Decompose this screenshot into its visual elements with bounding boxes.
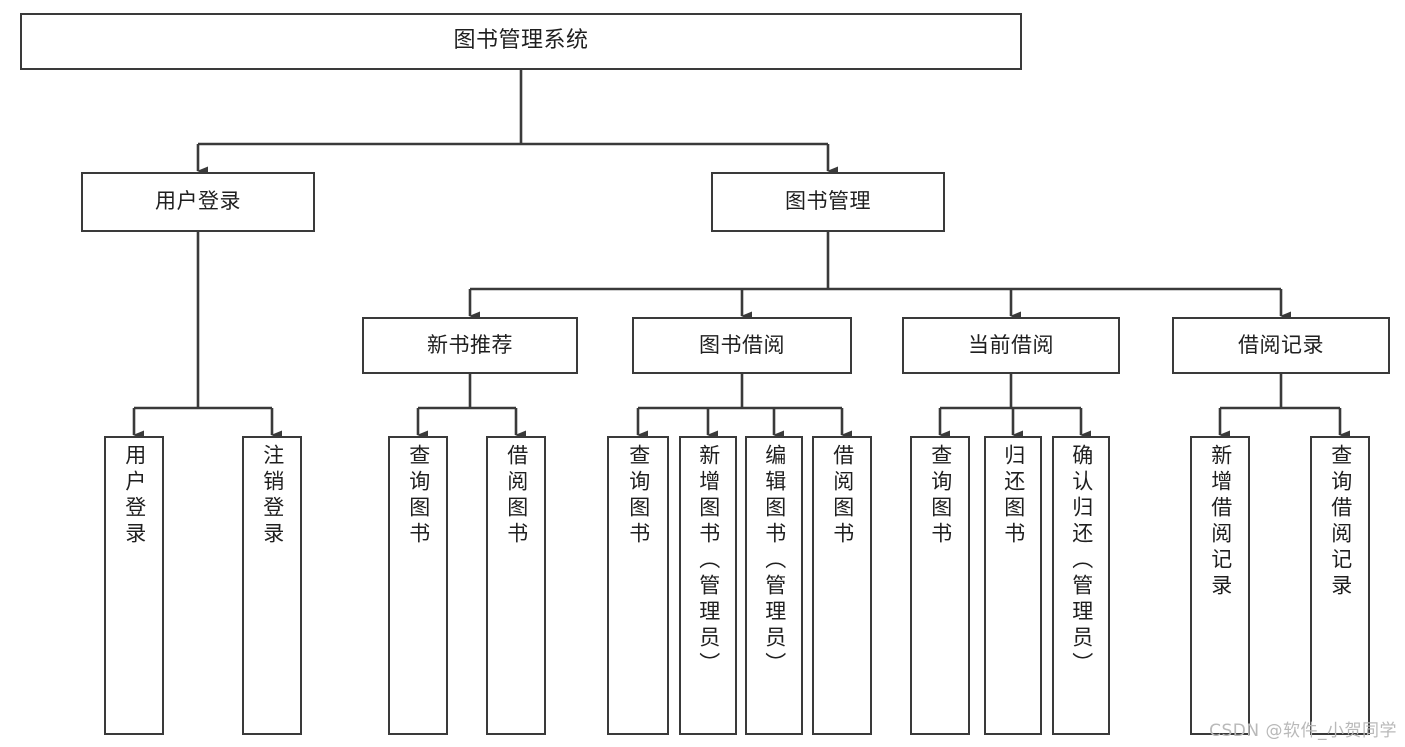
node-leaf-user-logout[interactable]: 注销登录: [242, 436, 302, 735]
node-label: 编辑图书（管理员）: [762, 444, 787, 678]
node-label: 借阅记录: [1238, 332, 1324, 357]
node-label: 查询图书: [626, 444, 651, 548]
node-leaf-query-book-2[interactable]: 查询图书: [607, 436, 669, 735]
node-leaf-add-record[interactable]: 新增借阅记录: [1190, 436, 1250, 735]
node-new-book-rec[interactable]: 新书推荐: [362, 317, 578, 374]
node-leaf-borrow-book-2[interactable]: 借阅图书: [812, 436, 872, 735]
node-borrow-record[interactable]: 借阅记录: [1172, 317, 1390, 374]
node-book-borrow[interactable]: 图书借阅: [632, 317, 852, 374]
watermark-text: CSDN @软件_小贺同学: [1209, 721, 1397, 741]
node-leaf-user-login[interactable]: 用户登录: [104, 436, 164, 735]
node-book-manage[interactable]: 图书管理: [711, 172, 945, 232]
node-user-login[interactable]: 用户登录: [81, 172, 315, 232]
node-label: 查询借阅记录: [1328, 444, 1353, 600]
node-label: 查询图书: [928, 444, 953, 548]
node-label: 归还图书: [1001, 444, 1026, 548]
node-leaf-return-book[interactable]: 归还图书: [984, 436, 1042, 735]
node-leaf-edit-book[interactable]: 编辑图书（管理员）: [745, 436, 803, 735]
node-label: 当前借阅: [968, 332, 1054, 357]
node-leaf-add-book[interactable]: 新增图书（管理员）: [679, 436, 737, 735]
node-leaf-borrow-book-1[interactable]: 借阅图书: [486, 436, 546, 735]
node-label: 用户登录: [122, 444, 147, 548]
node-label: 新书推荐: [427, 332, 513, 357]
node-leaf-confirm-return[interactable]: 确认归还（管理员）: [1052, 436, 1110, 735]
node-label: 注销登录: [260, 444, 285, 548]
node-leaf-query-record[interactable]: 查询借阅记录: [1310, 436, 1370, 735]
node-label: 借阅图书: [504, 444, 529, 548]
node-label: 确认归还（管理员）: [1069, 444, 1094, 678]
node-label: 新增图书（管理员）: [696, 444, 721, 678]
node-leaf-query-book-3[interactable]: 查询图书: [910, 436, 970, 735]
node-label: 图书管理系统: [453, 28, 589, 54]
node-label: 图书借阅: [699, 332, 785, 357]
node-label: 借阅图书: [830, 444, 855, 548]
node-current-borrow[interactable]: 当前借阅: [902, 317, 1120, 374]
node-label: 新增借阅记录: [1208, 444, 1233, 600]
node-label: 用户登录: [155, 189, 241, 214]
node-label: 图书管理: [785, 189, 871, 214]
node-root[interactable]: 图书管理系统: [20, 13, 1022, 70]
node-label: 查询图书: [406, 444, 431, 548]
node-leaf-query-book-1[interactable]: 查询图书: [388, 436, 448, 735]
